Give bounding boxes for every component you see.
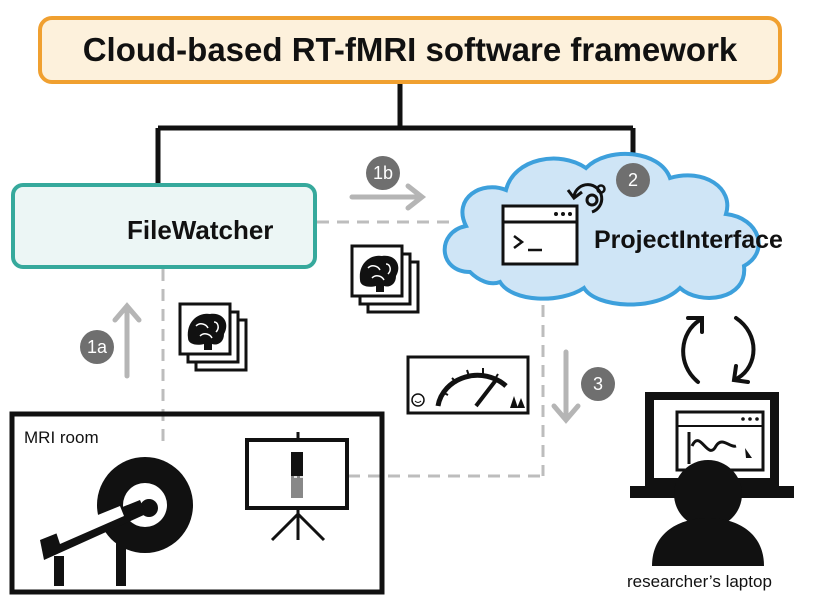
filewatcher-label: FileWatcher: [127, 215, 274, 245]
researcher-laptop-label: researcher’s laptop: [627, 572, 772, 591]
cloud-shape: [442, 151, 761, 307]
dashed-data-paths: [161, 220, 545, 478]
filewatcher-box: FileWatcher: [11, 183, 317, 269]
sync-arrows-icon: [681, 316, 756, 384]
step-badge-3: 3: [581, 367, 615, 401]
step-badge-2: 2: [616, 163, 650, 197]
feedback-gauge-icon: [406, 355, 530, 415]
brain-images-icon-1: [178, 302, 248, 372]
arrow-1a: [112, 302, 142, 379]
arrow-3: [551, 349, 581, 424]
researcher-laptop-icon: [630, 392, 794, 566]
arrow-1b: [349, 183, 427, 211]
framework-title-box: Cloud-based RT-fMRI software framework: [38, 16, 782, 84]
terminal-icon: [501, 204, 579, 266]
gears-refresh-icon: [566, 183, 606, 214]
framework-title: Cloud-based RT-fMRI software framework: [82, 31, 738, 68]
mri-scanner-icon: [40, 457, 193, 586]
projectinterface-label: ProjectInterface: [594, 226, 783, 254]
mri-room-label: MRI room: [24, 428, 99, 447]
projector-screen-icon: [245, 432, 349, 542]
mri-room-box: [9, 411, 385, 595]
brain-images-icon-2: [350, 244, 420, 314]
step-badge-1b: 1b: [366, 156, 400, 190]
step-badge-1a: 1a: [80, 330, 114, 364]
